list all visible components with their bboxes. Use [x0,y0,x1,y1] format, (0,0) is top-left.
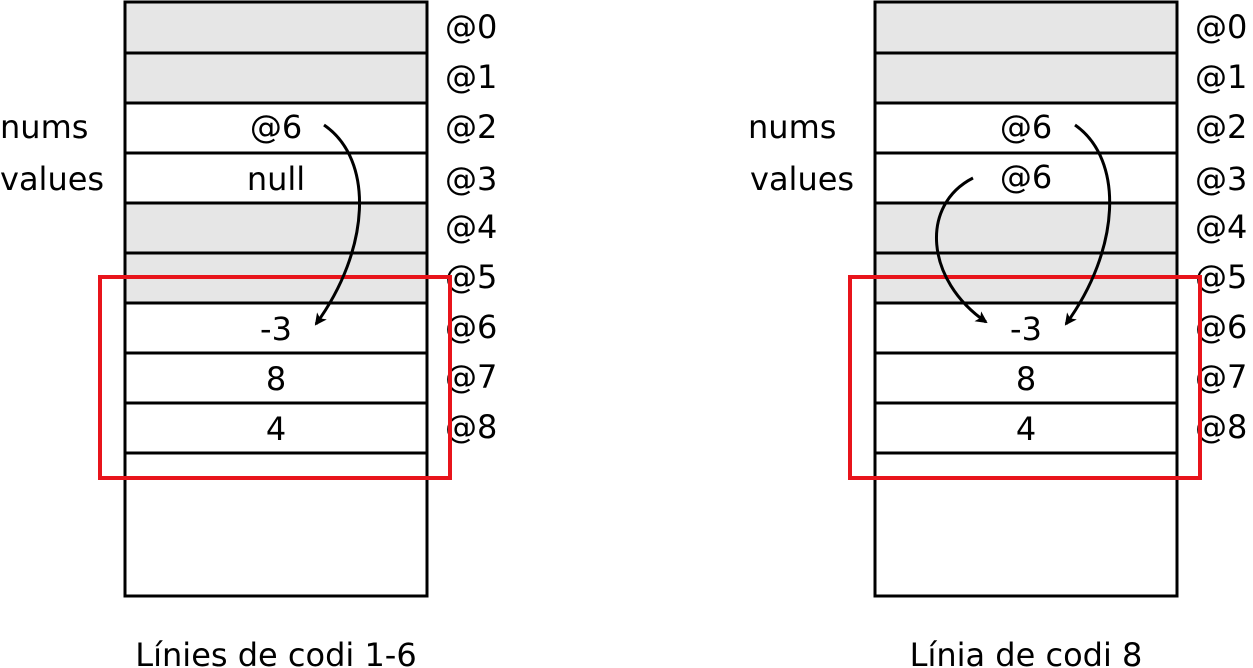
variable-label-values: values [750,160,854,198]
cell-value: 4 [266,410,286,448]
memory-panel-right: @6 @6 -3 8 4 nums values @0 @1 @2 @3 @4 … [748,0,1247,668]
address-label: @8 [1195,408,1247,446]
address-label: @6 [1195,308,1247,346]
memory-cell [125,103,427,153]
memory-cell [125,203,427,253]
address-label: @7 [445,358,497,396]
cell-value: -3 [260,310,292,348]
cell-value: -3 [1010,310,1042,348]
row-separators [875,51,1177,455]
memory-cell [125,53,427,103]
memory-panel-left: @6 null -3 8 4 nums values @0 @1 @2 @3 @… [0,0,497,668]
variable-label-nums: nums [0,108,88,146]
pointer-arrow-values [934,176,988,324]
pointer-arrow-nums [314,123,361,326]
address-labels: @0 @1 @2 @3 @4 @5 @6 @7 @8 [1195,8,1247,446]
memory-cell [125,353,427,403]
address-label: @2 [1195,108,1247,146]
pointer-arrow-nums [1064,123,1112,326]
memory-frame [873,0,1179,598]
memory-cell [875,153,1177,203]
memory-cells [875,2,1177,453]
panel-caption: Línia de codi 8 [910,636,1143,668]
address-label: @8 [445,408,497,446]
variable-label-nums: nums [748,108,836,146]
address-label: @3 [1195,160,1247,198]
cell-value: 8 [266,360,286,398]
cell-value: null [247,160,305,198]
memory-cell [875,353,1177,403]
memory-cell [125,403,427,453]
cell-value: @6 [1000,158,1052,196]
address-label: @4 [445,208,497,246]
address-labels: @0 @1 @2 @3 @4 @5 @6 @7 @8 [445,8,497,446]
memory-cell [875,2,1177,53]
memory-cell [125,303,427,353]
memory-cell [125,153,427,203]
address-label: @0 [1195,8,1247,46]
cell-values: @6 @6 -3 8 4 [1000,108,1052,448]
panel-caption: Línies de codi 1-6 [135,636,416,668]
address-label: @1 [445,58,497,96]
cell-value: 8 [1016,360,1036,398]
address-label: @0 [445,8,497,46]
address-label: @5 [1195,258,1247,296]
address-label: @5 [445,258,497,296]
address-label: @1 [1195,58,1247,96]
address-label: @2 [445,108,497,146]
memory-cell [875,203,1177,253]
variable-label-values: values [0,160,104,198]
row-separators [125,51,427,455]
cell-values: @6 null -3 8 4 [247,108,305,448]
highlight-box [98,275,452,480]
memory-cell [875,103,1177,153]
memory-cell [875,53,1177,103]
cell-value: @6 [250,108,302,146]
memory-frame [123,0,429,598]
highlight-box [848,275,1202,480]
cell-value: @6 [1000,108,1052,146]
memory-cell [875,403,1177,453]
memory-cell [125,2,427,53]
address-label: @6 [445,308,497,346]
address-label: @3 [445,160,497,198]
address-label: @4 [1195,208,1247,246]
address-label: @7 [1195,358,1247,396]
memory-cell [875,303,1177,353]
cell-value: 4 [1016,410,1036,448]
